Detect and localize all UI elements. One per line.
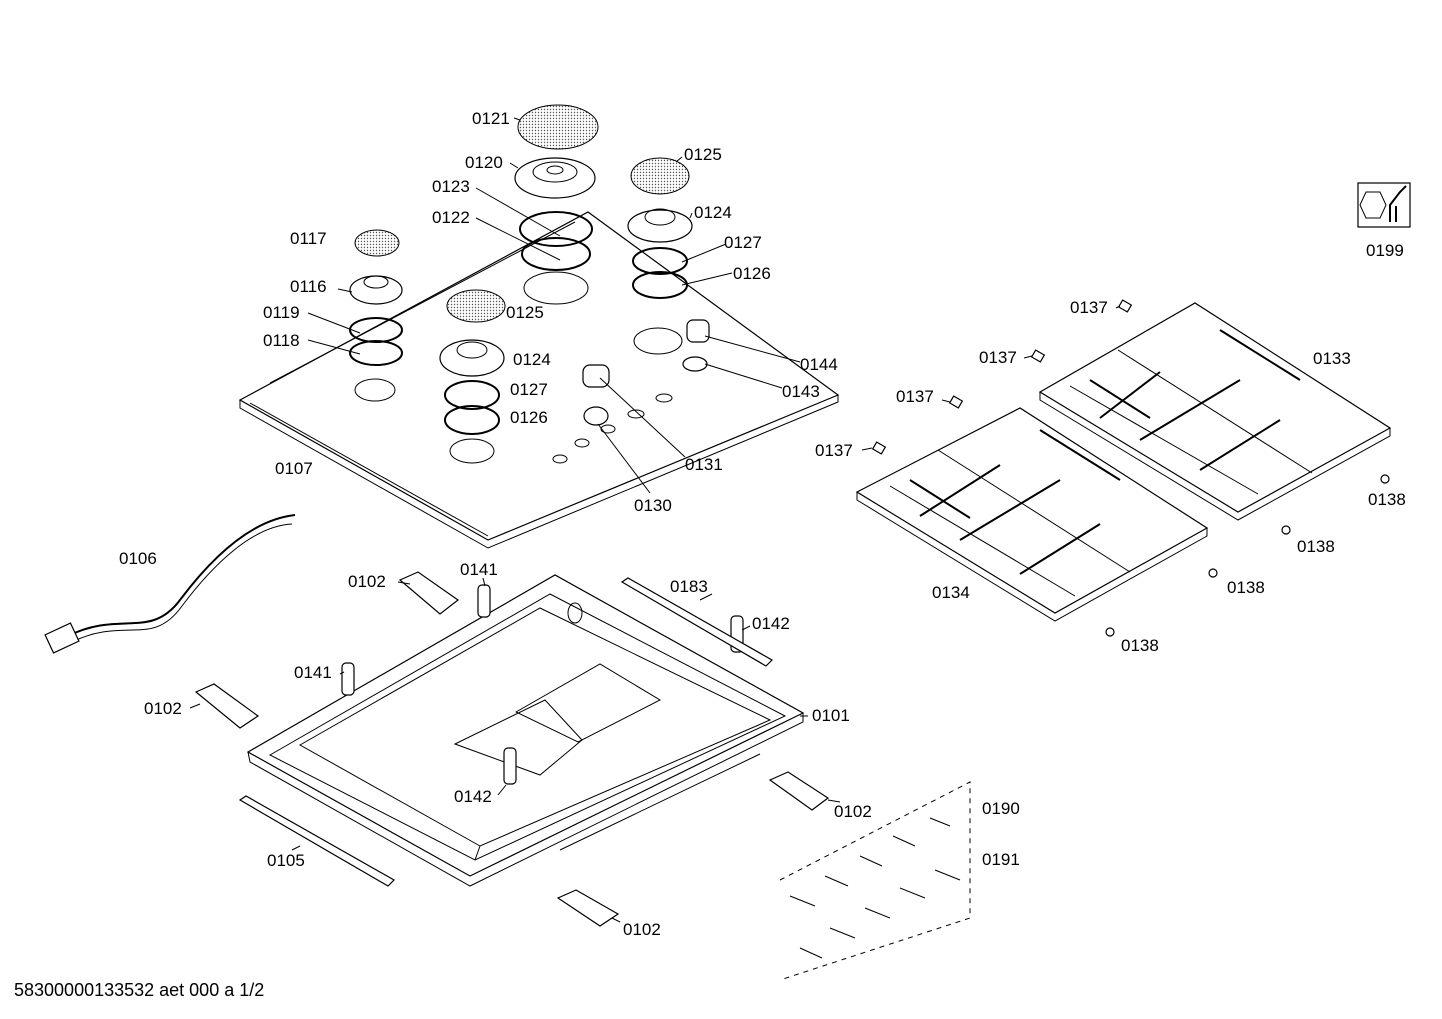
label-0119: 0119 (263, 303, 300, 322)
label-0120: 0120 (465, 153, 503, 172)
label-0125-middle: 0125 (506, 303, 544, 322)
label-0126-middle: 0126 (510, 408, 548, 427)
label-0137-c: 0137 (896, 387, 934, 406)
label-0199: 0199 (1366, 241, 1404, 260)
label-0191: 0191 (982, 850, 1020, 869)
label-0137-b: 0137 (979, 348, 1017, 367)
label-0125-right: 0125 (684, 145, 722, 164)
label-0117: 0117 (290, 229, 327, 248)
label-0137-a: 0137 (1070, 298, 1108, 317)
label-0127-middle: 0127 (510, 380, 548, 399)
label-0130: 0130 (634, 496, 672, 515)
sealing-strips (238, 577, 773, 887)
label-0105: 0105 (267, 851, 305, 870)
clips-and-feet (861, 299, 1390, 637)
label-0137-d: 0137 (815, 441, 853, 460)
part-labels: 0121 0120 0123 0122 0125 0124 0127 0126 … (119, 109, 1406, 939)
igniter-parts (582, 319, 710, 426)
label-0102-c: 0102 (834, 802, 872, 821)
label-0116: 0116 (290, 277, 327, 296)
label-0142-b: 0142 (454, 787, 492, 806)
middle-burner-assembly (439, 289, 506, 435)
label-0102-b: 0102 (144, 699, 182, 718)
label-0133: 0133 (1313, 349, 1351, 368)
label-0143: 0143 (782, 382, 820, 401)
leader-lines-top (307, 117, 801, 494)
label-0138-b: 0138 (1297, 537, 1335, 556)
right-burner-assembly (627, 157, 693, 299)
label-0121: 0121 (472, 109, 510, 128)
hob-top-plate (238, 211, 840, 549)
label-0183: 0183 (670, 577, 708, 596)
left-burner-assembly (349, 229, 403, 366)
screw-sets (779, 781, 971, 981)
pan-support-0133 (1038, 302, 1392, 521)
label-0102-d: 0102 (623, 920, 661, 939)
label-0101: 0101 (812, 706, 850, 725)
label-0138-c: 0138 (1227, 578, 1265, 597)
label-0142-a: 0142 (752, 614, 790, 633)
label-0124-middle: 0124 (513, 350, 551, 369)
label-0141-b: 0141 (294, 663, 332, 682)
label-0102-a: 0102 (348, 572, 386, 591)
label-0122: 0122 (432, 208, 470, 227)
label-0138-a: 0138 (1368, 490, 1406, 509)
label-0134: 0134 (932, 583, 970, 602)
label-0141-a: 0141 (460, 560, 498, 579)
label-0126-right: 0126 (733, 264, 771, 283)
label-0107: 0107 (275, 459, 313, 478)
pan-support-0134 (855, 407, 1209, 622)
bottom-tray (246, 574, 805, 887)
label-0118: 0118 (263, 331, 300, 350)
label-0144: 0144 (800, 355, 838, 374)
label-0131: 0131 (685, 455, 723, 474)
label-0124-right: 0124 (694, 203, 732, 222)
document-footer-code: 58300000133532 aet 000 a 1/2 (14, 980, 265, 1000)
leader-lines-bottom (189, 577, 841, 923)
power-cable (44, 514, 296, 654)
label-0106: 0106 (119, 549, 157, 568)
wrench-icon (1357, 182, 1411, 228)
label-0123: 0123 (432, 177, 470, 196)
large-burner-assembly (514, 104, 599, 271)
label-0190: 0190 (982, 799, 1020, 818)
label-0127-right: 0127 (724, 233, 762, 252)
label-0138-d: 0138 (1121, 636, 1159, 655)
brackets (194, 571, 830, 927)
